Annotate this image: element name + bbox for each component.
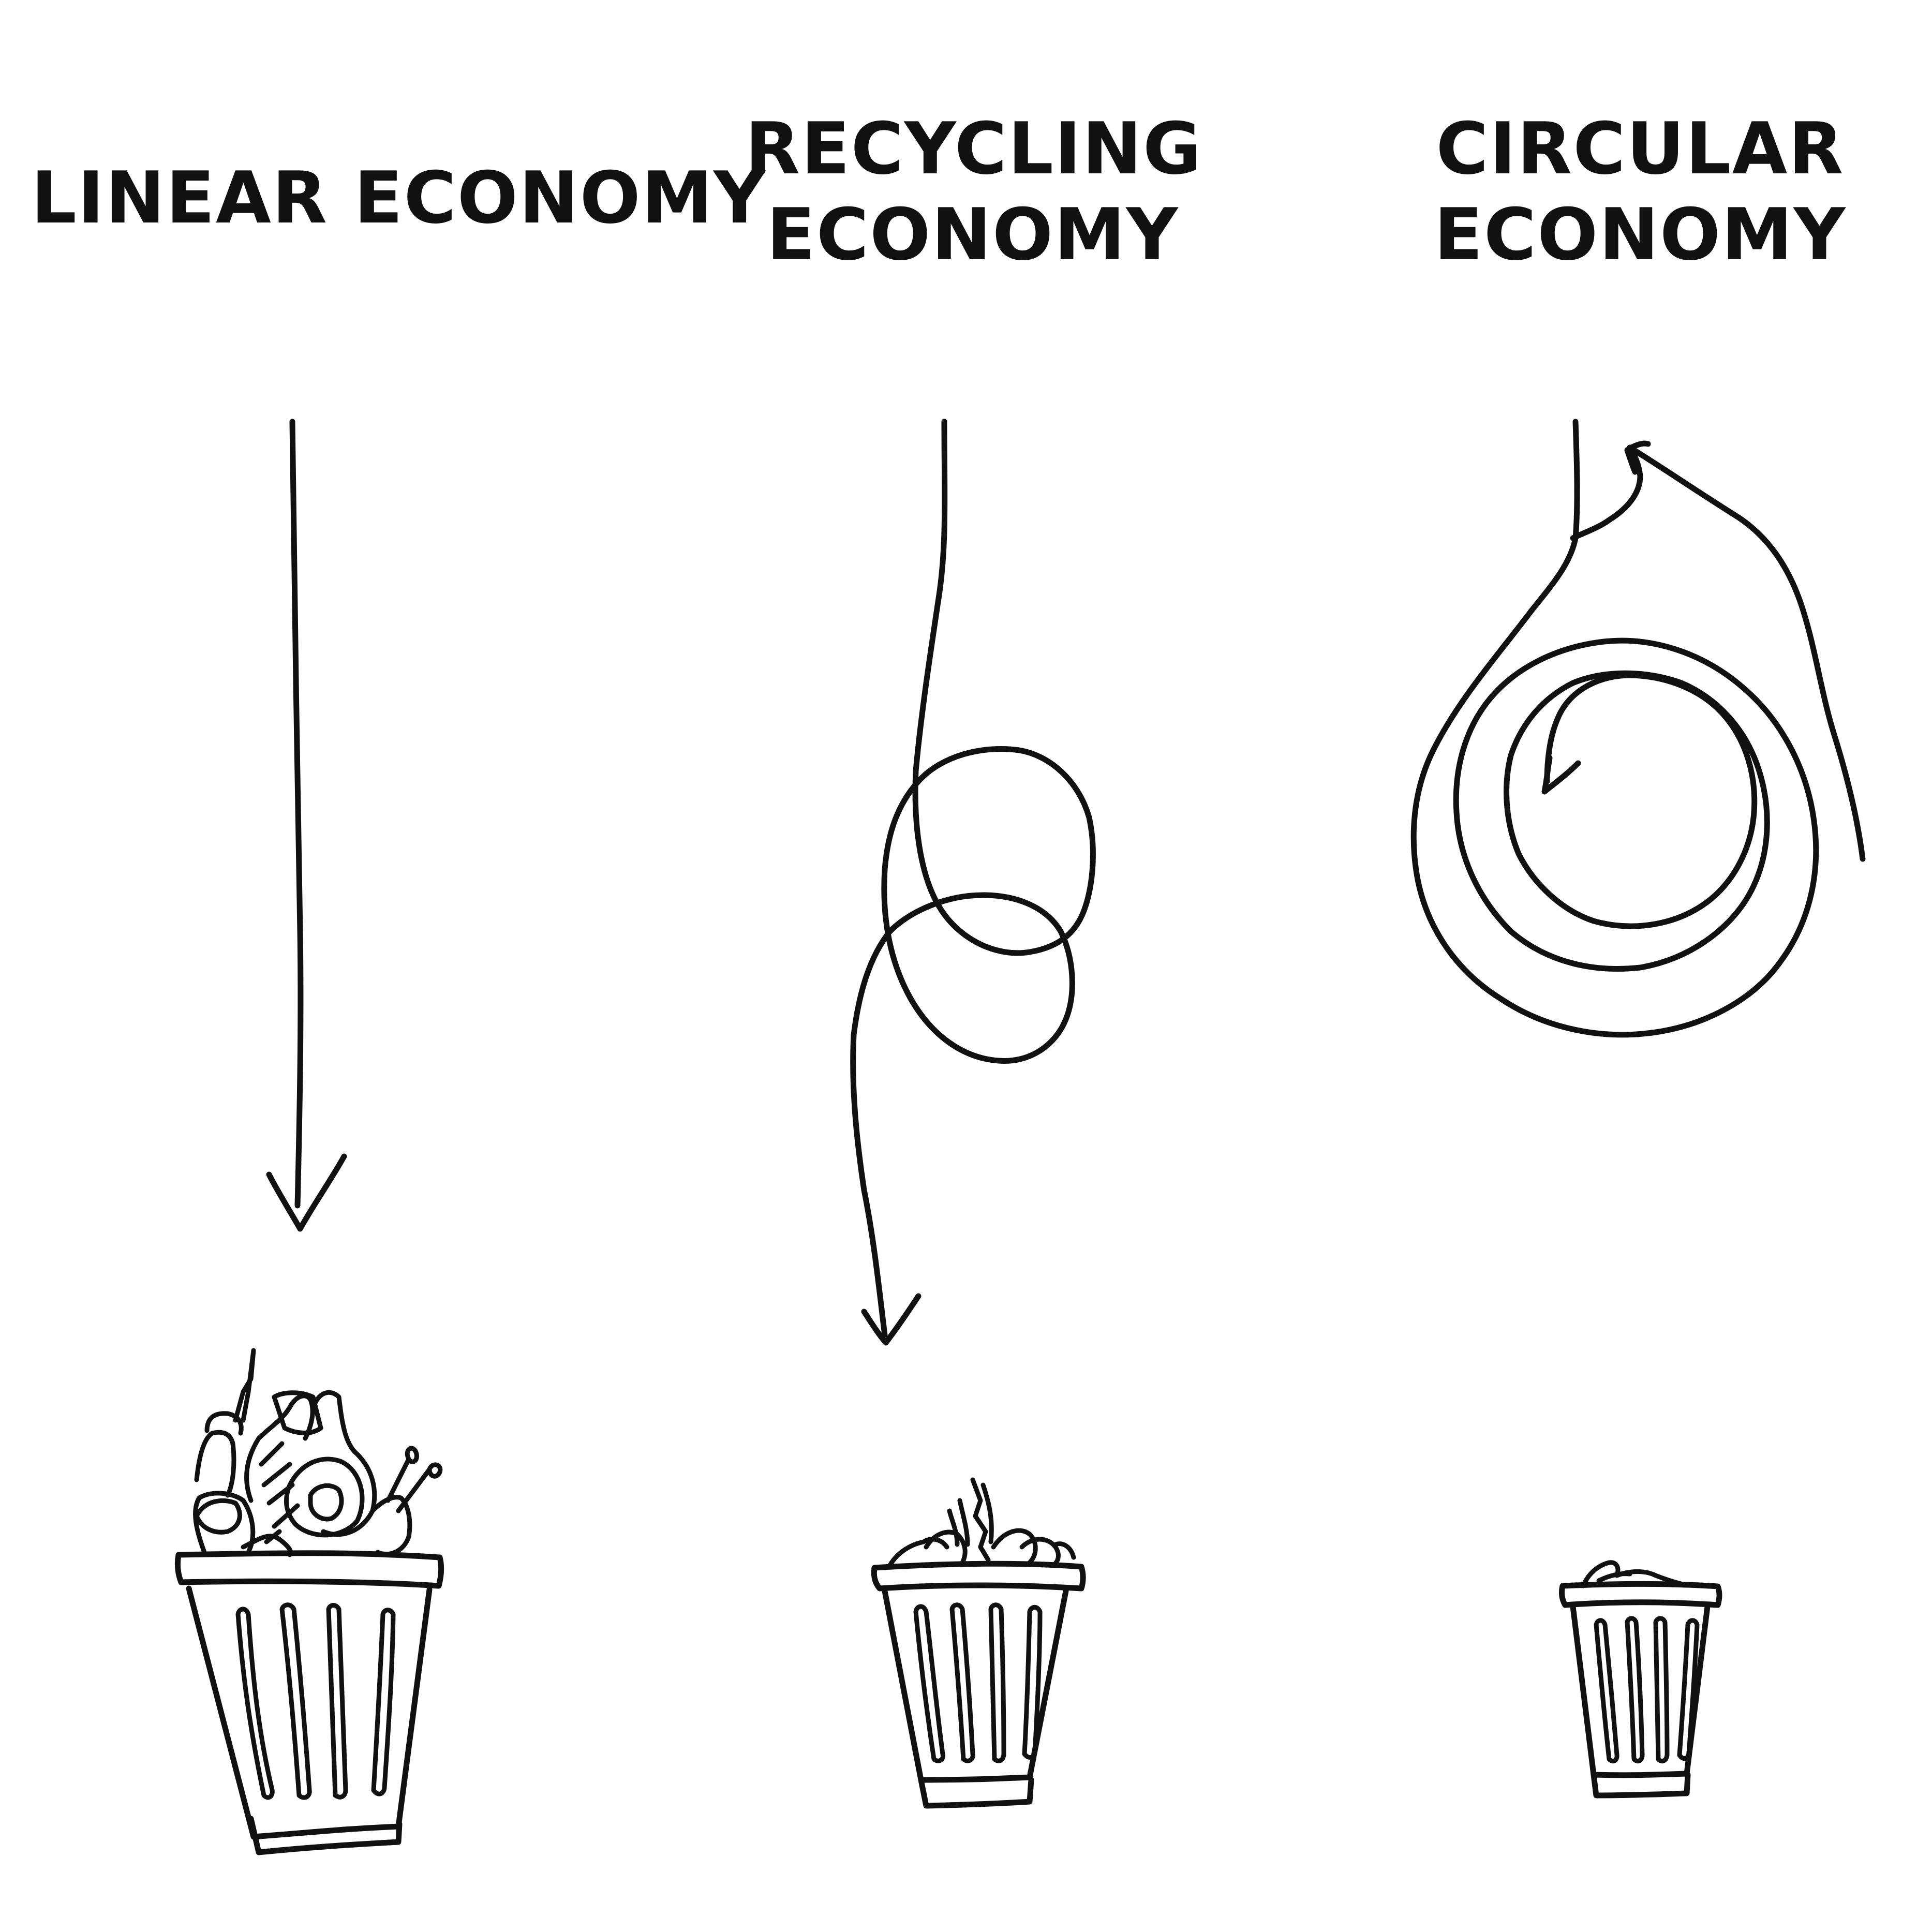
circular-title-line-1: CIRCULAR (1436, 107, 1845, 190)
recycling-loop-arrow-icon (850, 419, 1096, 1346)
circular-spiral-arrow-icon (1410, 419, 1866, 1038)
recycling-economy-title: RECYCLING ECONOMY (745, 106, 1203, 277)
circular-title-line-2: ECONOMY (1434, 192, 1847, 276)
linear-arrow-icon (266, 419, 347, 1232)
circular-economy-title: CIRCULAR ECONOMY (1413, 106, 1868, 277)
recycling-title-line-1: RECYCLING (745, 107, 1203, 190)
circular-minimal-bin-icon (1558, 1560, 1722, 1799)
linear-overflowing-bin-icon (174, 1348, 444, 1855)
recycling-partial-bin-icon (871, 1477, 1086, 1809)
recycling-title-line-2: ECONOMY (766, 192, 1179, 276)
